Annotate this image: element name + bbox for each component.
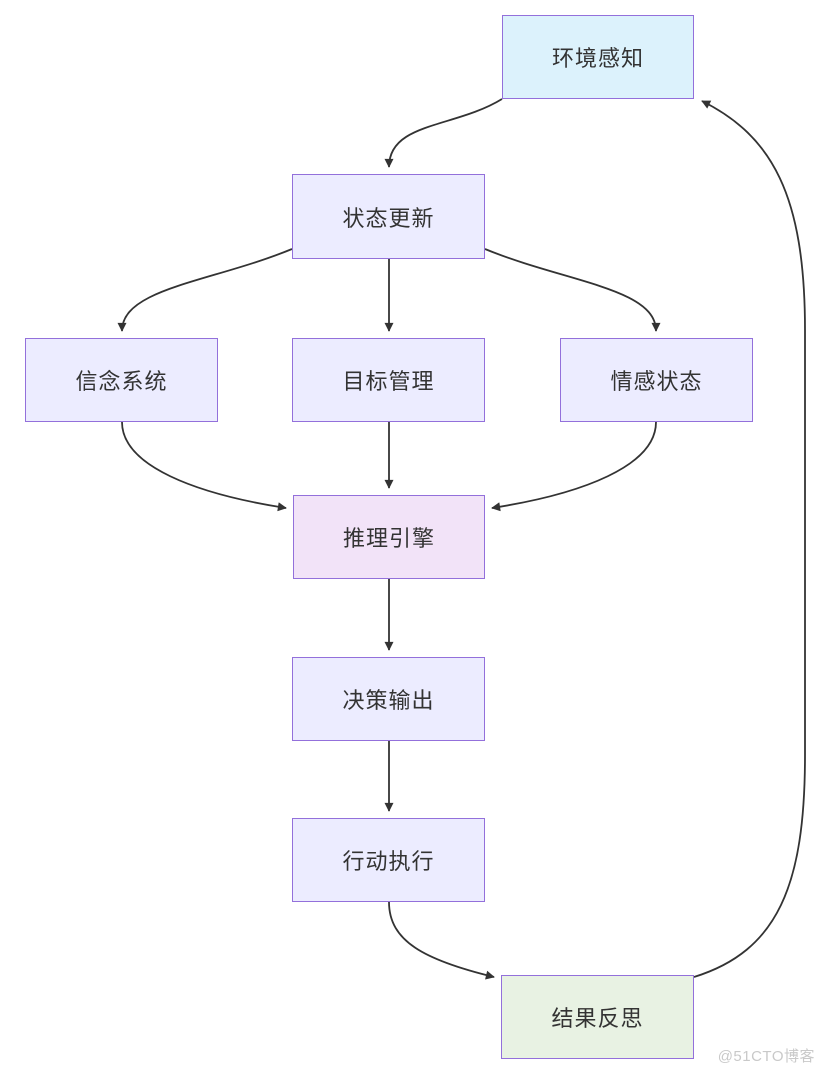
edge-state-to-emotion: [484, 248, 661, 332]
node-environment-perception: 环境感知: [502, 15, 694, 99]
node-state-update: 状态更新: [292, 174, 485, 259]
edge-action-to-result: [388, 901, 495, 980]
node-state-update-label: 状态更新: [342, 205, 435, 231]
node-action-execution: 行动执行: [292, 818, 485, 902]
watermark: @51CTO博客: [717, 1048, 815, 1065]
edge-belief-to-reason: [121, 421, 287, 512]
edge-state-to-belief: [117, 248, 293, 332]
node-result-reflection: 结果反思: [501, 975, 694, 1059]
node-decision-output-label: 决策输出: [342, 688, 435, 713]
node-goal-management-label: 目标管理: [342, 369, 435, 394]
node-result-reflection-label: 结果反思: [551, 1006, 644, 1031]
node-belief-system: 信念系统: [25, 338, 218, 422]
edge-env-to-state: [384, 98, 503, 168]
node-decision-output: 决策输出: [292, 657, 485, 741]
node-belief-system-label: 信念系统: [75, 369, 168, 394]
edge-result-to-env: [693, 100, 806, 978]
node-emotional-state-label: 情感状态: [610, 369, 703, 394]
node-environment-perception-label: 环境感知: [551, 46, 644, 71]
node-reasoning-engine: 推理引擎: [293, 495, 485, 579]
edge-emotion-to-reason: [491, 421, 657, 512]
node-reasoning-engine-label: 推理引擎: [342, 526, 435, 551]
node-goal-management: 目标管理: [292, 338, 485, 422]
node-action-execution-label: 行动执行: [342, 849, 435, 874]
node-emotional-state: 情感状态: [560, 338, 753, 422]
